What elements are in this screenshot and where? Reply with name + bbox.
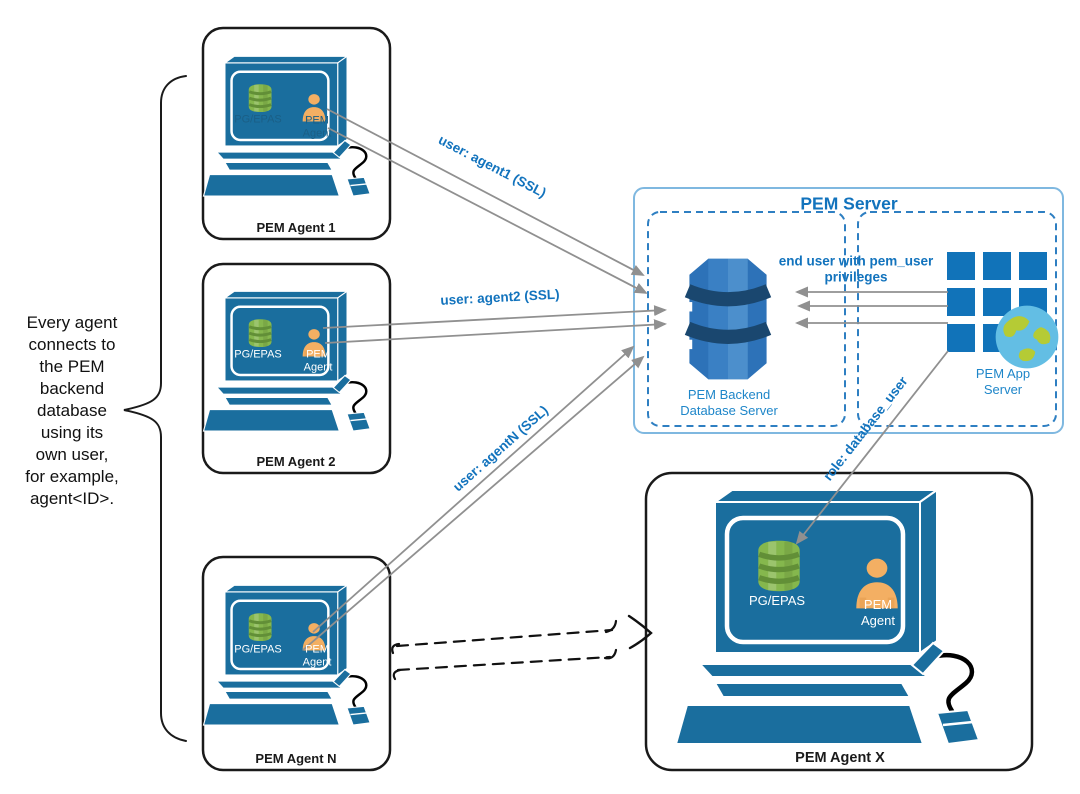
backend-db-dashed-box [647,211,846,427]
app-server-label: PEM App Server [975,366,1031,397]
pem-server-box [633,187,1064,434]
agentN-screen-agent-label: PEM Agent [302,643,332,669]
pem-server-title: PEM Server [800,193,898,214]
agent2-screen-db-label: PG/EPAS [234,348,282,361]
globe-icon [995,305,1059,369]
agent1-box-label: PEM Agent 1 [256,220,336,236]
connection-arrows [302,108,949,651]
agentN-ssl-arrow-1 [312,345,635,633]
agent1-ssl-arrow-1 [326,108,645,276]
agentX-screen-agent-label: PEM Agent [861,597,895,628]
agent2-ssl-arrow-1 [322,305,667,329]
left-note: Every agent connects to the PEM backend … [25,313,119,508]
role-database-user-arrow [795,350,949,545]
agent1-screen-db-label: PG/EPAS [234,113,282,126]
agentN-screen-db-label: PG/EPAS [234,643,282,656]
agentN-box-label: PEM Agent N [255,751,337,767]
agentX-box-label: PEM Agent X [795,750,885,767]
dashed-arrow-agentN-to-agentX [391,614,653,681]
agent1-ssl-arrow-2 [327,127,648,294]
end-user-note: end user with pem_user privileges [778,253,934,285]
agent2-box-label: PEM Agent 2 [256,454,336,470]
agent2-ssl-arrow-2 [324,319,667,344]
curly-brace [123,75,187,742]
agentN-ssl-arrow-2 [302,355,645,651]
agent2-screen-agent-label: PEM Agent [303,348,333,374]
app-server-dashed-box [857,211,1057,427]
backend-database-icon [687,259,769,379]
dashed-arrowhead [627,614,653,650]
agentX-screen-db-label: PG/EPAS [748,593,806,609]
backend-db-label: PEM Backend Database Server [680,387,778,418]
agent1-screen-agent-label: PEM Agent [302,114,332,140]
